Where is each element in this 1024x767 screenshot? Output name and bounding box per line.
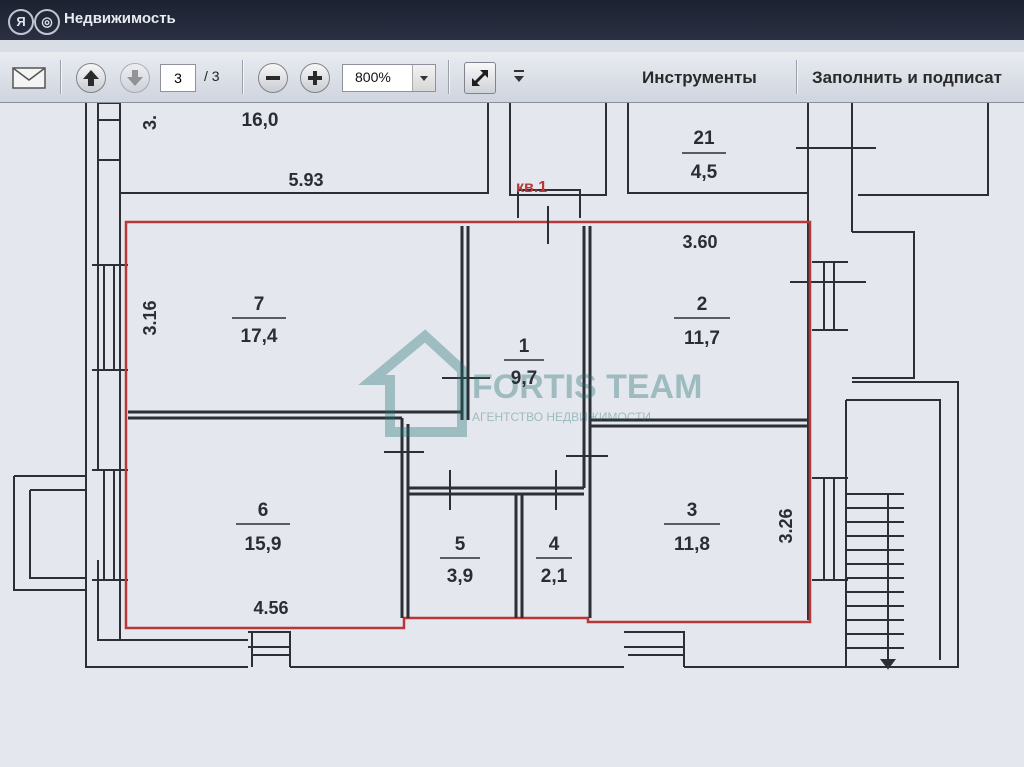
stair-steps [846, 493, 904, 670]
room-7-number: 7 [254, 294, 265, 315]
chevron-down-icon[interactable] [412, 65, 435, 91]
realty-logo-icon: ◎ [34, 9, 60, 35]
zoom-select[interactable]: 800% [342, 64, 436, 92]
more-options-icon[interactable] [512, 68, 526, 91]
room-6-number: 6 [258, 500, 269, 521]
apartment-label: кв.1 [516, 179, 547, 196]
floor-plan: FORTIS TEAM АГЕНТСТВО НЕДВИЖИМОСТИ кв.1 … [13, 103, 989, 670]
window-marks [92, 103, 876, 667]
expand-icon [471, 69, 489, 87]
previous-page-button[interactable] [76, 63, 106, 93]
room-4-number: 4 [549, 534, 560, 555]
fit-page-button[interactable] [464, 62, 496, 94]
tools-menu-button[interactable]: Инструменты [642, 68, 757, 87]
toolbar-divider [242, 60, 244, 94]
door-marks [384, 206, 608, 510]
room-1-area: 9,7 [511, 368, 537, 389]
minus-icon [266, 76, 280, 80]
room-4-area: 2,1 [541, 566, 568, 587]
fill-and-sign-button[interactable]: Заполнить и подписат [812, 68, 1002, 87]
arrow-up-icon [83, 70, 99, 86]
interior-walls [128, 226, 808, 618]
dimension-top-partial: 3. [140, 115, 160, 130]
pdf-toolbar: / 3 800% Инструменты Заполнить и подписа… [0, 52, 1024, 103]
mail-icon[interactable] [12, 67, 46, 94]
room-7-area: 17,4 [241, 326, 278, 347]
plus-icon [308, 71, 322, 85]
toolbar-divider [448, 60, 450, 94]
room-3-number: 3 [687, 500, 698, 521]
zoom-value: 800% [355, 69, 391, 85]
watermark-title: FORTIS TEAM [472, 368, 702, 406]
room-3-area: 11,8 [674, 534, 710, 555]
neighbor-room-area: 16,0 [242, 110, 279, 131]
arrow-down-icon [127, 70, 143, 86]
toolbar-divider [60, 60, 62, 94]
neighbor-room-21-number: 21 [693, 128, 715, 149]
neighbor-room-21-area: 4,5 [691, 162, 718, 183]
room-6-area: 15,9 [245, 534, 282, 555]
room-2-area: 11,7 [684, 328, 720, 349]
apartment-boundary [124, 220, 812, 630]
page-total: / 3 [204, 68, 220, 84]
room-2-number: 2 [697, 294, 708, 315]
watermark-subtitle: АГЕНТСТВО НЕДВИЖИМОСТИ [472, 410, 651, 424]
dimension-width-bottom: 4.56 [253, 598, 288, 618]
yandex-logo-icon: Я [8, 9, 34, 35]
brand-name: Недвижимость [64, 10, 176, 27]
room-5-number: 5 [455, 534, 466, 555]
zoom-out-button[interactable] [258, 63, 288, 93]
dimension-height-right: 3.26 [776, 508, 796, 543]
zoom-in-button[interactable] [300, 63, 330, 93]
page-number-input[interactable] [160, 64, 196, 92]
brand-bar: Я ◎ Недвижимость [0, 0, 1024, 40]
next-page-button[interactable] [120, 63, 150, 93]
document-viewport[interactable]: FORTIS TEAM АГЕНТСТВО НЕДВИЖИМОСТИ кв.1 … [0, 103, 1024, 767]
dimension-width-top: 5.93 [288, 170, 323, 190]
watermark: FORTIS TEAM АГЕНТСТВО НЕДВИЖИМОСТИ [358, 329, 702, 437]
room-5-area: 3,9 [447, 566, 473, 587]
house-logo-icon [358, 329, 467, 437]
dimension-width-right: 3.60 [682, 232, 717, 252]
toolbar-divider [796, 60, 798, 94]
room-1-number: 1 [519, 336, 530, 357]
dimension-height-left: 3.16 [140, 300, 160, 335]
